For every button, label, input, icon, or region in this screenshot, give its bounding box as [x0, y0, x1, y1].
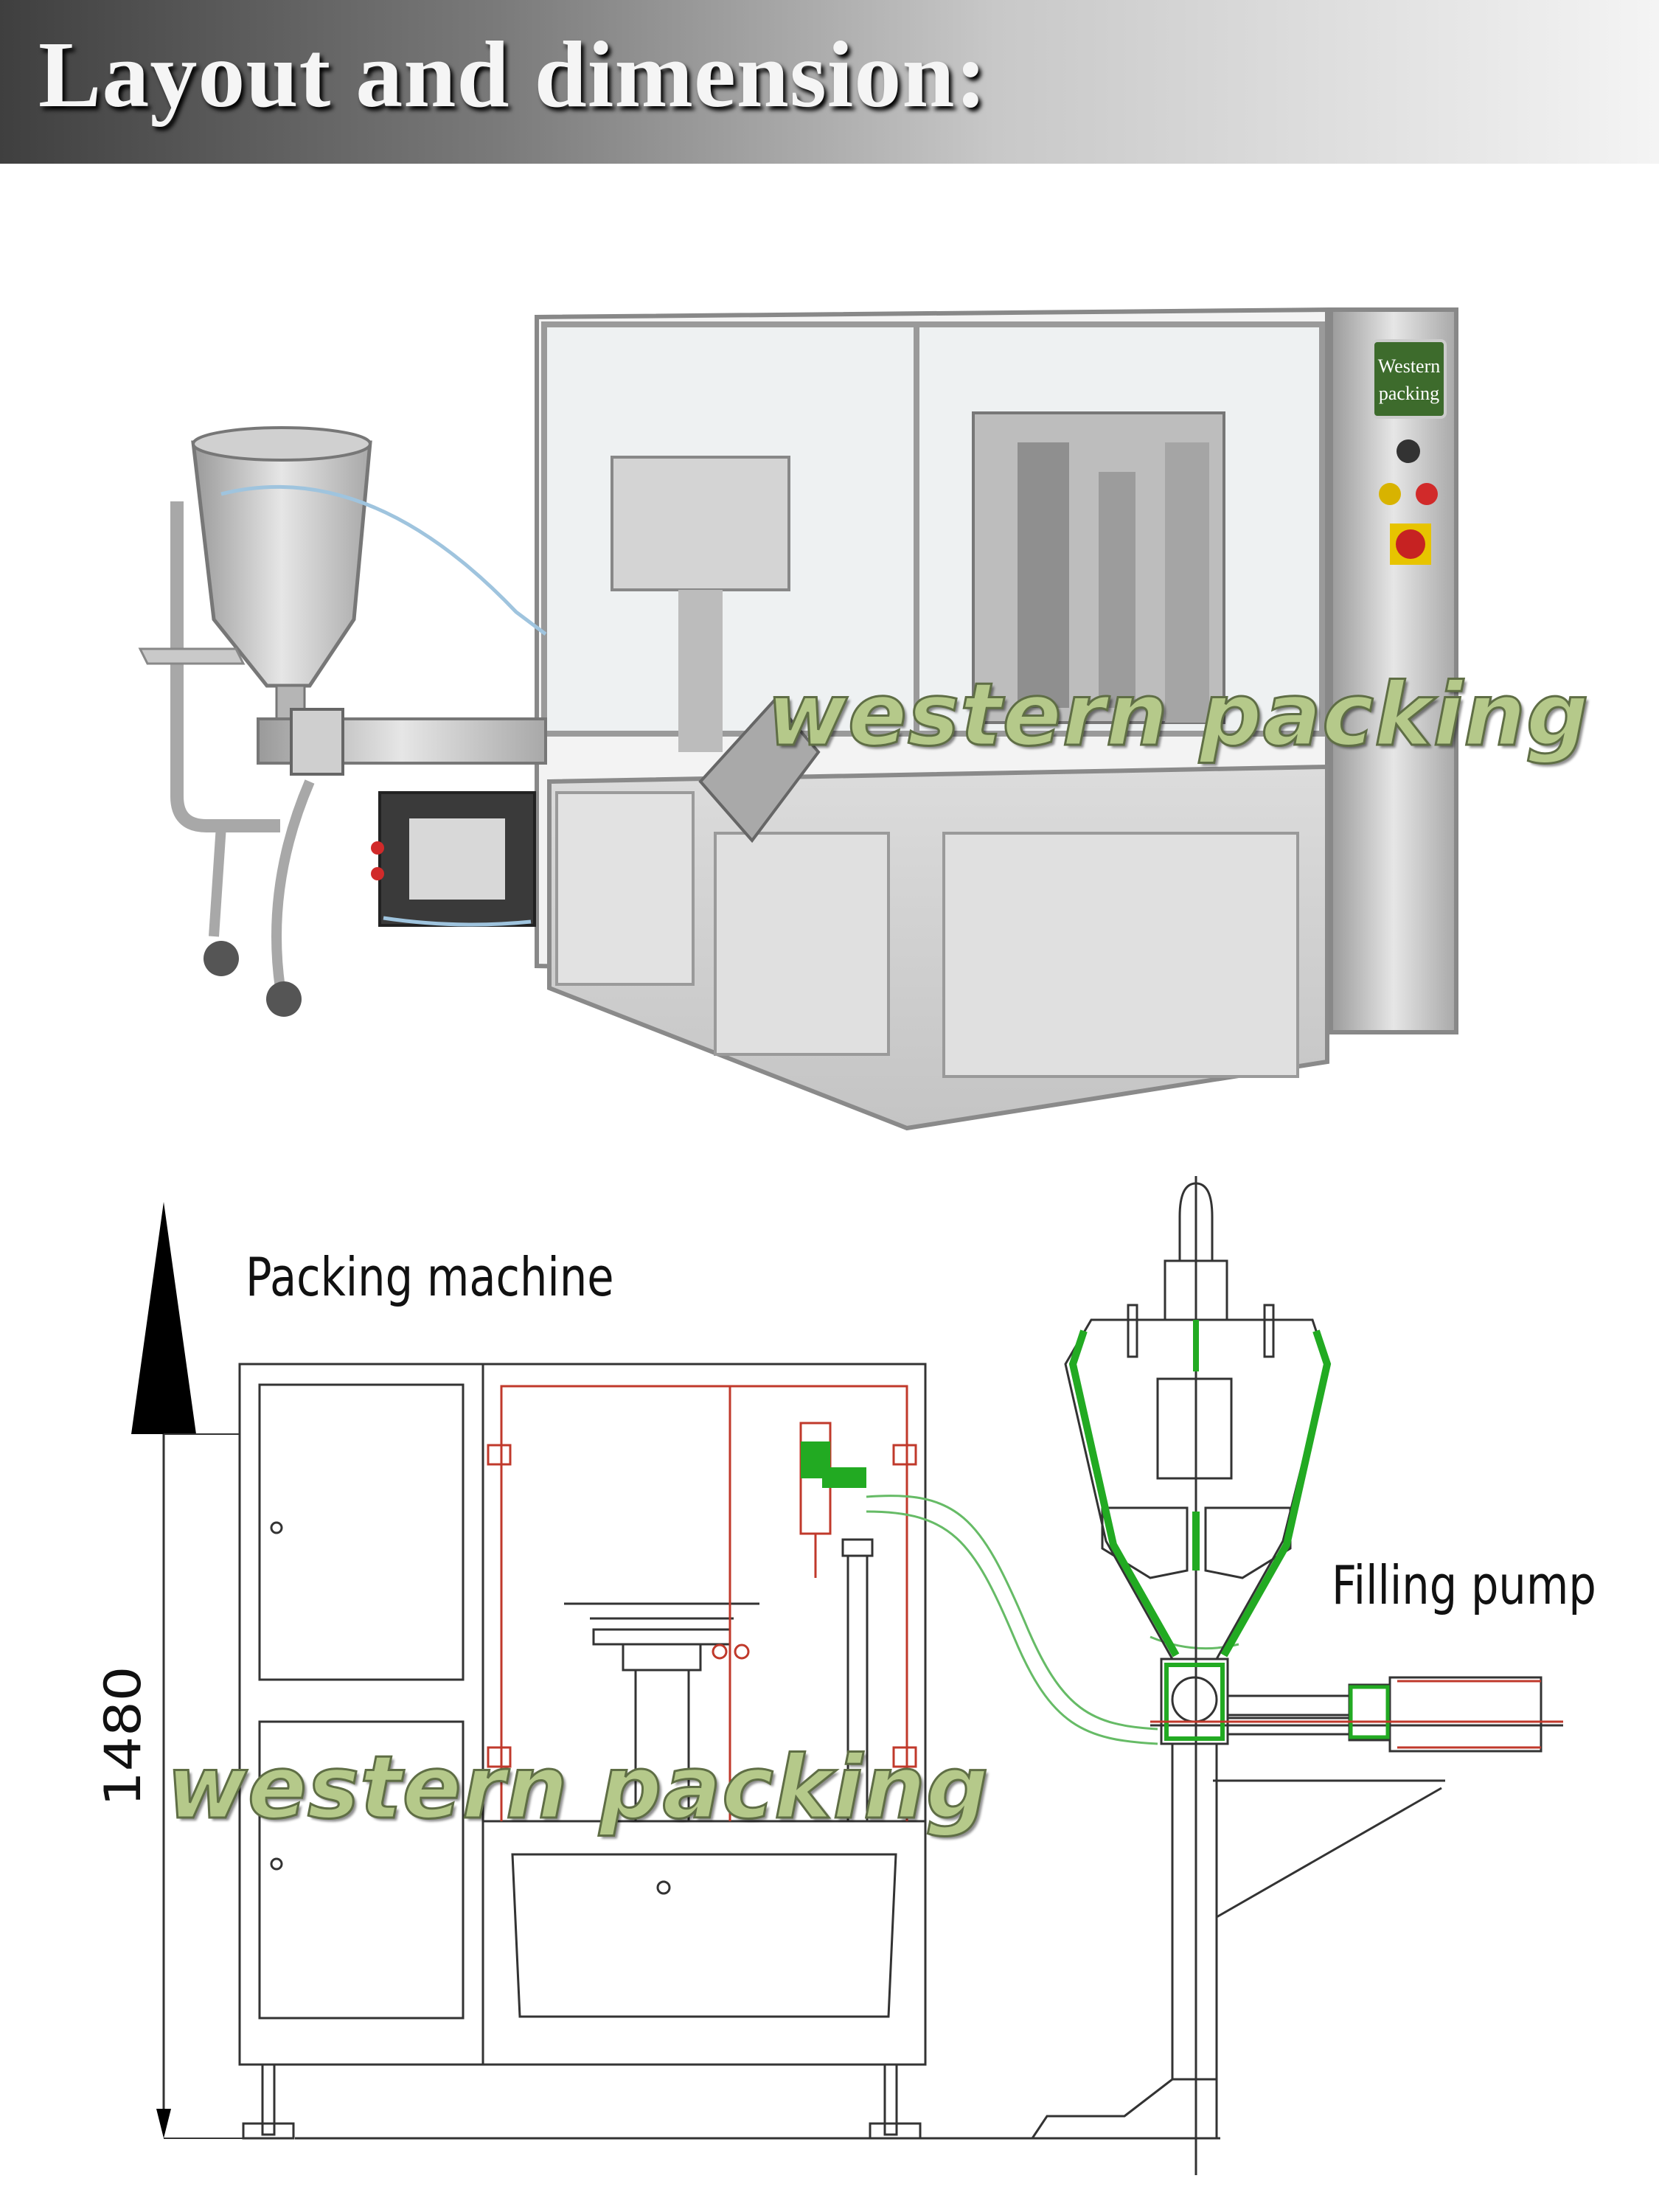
watermark-top: western packing: [765, 663, 1590, 767]
badge-line1: Western: [1378, 355, 1441, 377]
filling-pump-drawing: [1030, 1176, 1563, 2175]
pump-green-highlights: [1068, 1320, 1390, 1741]
height-dimension-label: 1480: [94, 1666, 153, 1806]
watermark-bottom: western packing: [165, 1736, 990, 1840]
header-banner: Layout and dimension:: [0, 0, 1659, 164]
filling-pump-photo: [138, 426, 547, 1017]
packing-machine-photo: [535, 307, 1458, 1131]
machine-photo: Western packing: [138, 307, 1458, 1131]
hose-lines: [866, 1495, 1239, 1745]
packing-machine-label: Packing machine: [246, 1246, 614, 1308]
page-title: Layout and dimension:: [38, 22, 988, 127]
filling-pump-label: Filling pump: [1332, 1554, 1596, 1616]
pump-red-details: [1150, 1680, 1563, 1749]
filling-nozzle-drawing: [799, 1422, 866, 1578]
badge-line2: packing: [1379, 383, 1439, 404]
